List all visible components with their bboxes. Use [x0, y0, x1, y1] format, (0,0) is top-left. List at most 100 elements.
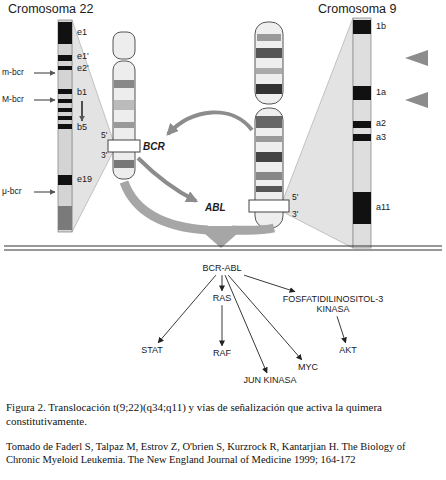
fusion-arrow-stem [124, 182, 208, 230]
chromosome-band [114, 122, 134, 128]
exchange-arrow [168, 112, 252, 134]
chromosome-arm [113, 61, 135, 179]
gene-name: BCR [143, 141, 165, 152]
chromosome-band [256, 84, 282, 94]
signal-arrow [228, 275, 302, 360]
figure-caption: Figura 2. Translocación t(9;22)(q34;q11)… [6, 401, 440, 429]
exon-label: 1b [376, 22, 386, 32]
chromosome-band [256, 136, 282, 142]
exchange-arrow [138, 158, 196, 201]
exon-band [58, 66, 72, 70]
exon-band [353, 86, 371, 100]
breakpoint-band [108, 140, 140, 152]
exon-label: e1' [77, 52, 89, 62]
gene-bar [353, 18, 371, 248]
chromosome-arm [113, 32, 135, 59]
gene-bar [58, 20, 72, 232]
exon-band [58, 22, 72, 44]
exon-band [58, 89, 72, 94]
exon-band [353, 134, 371, 141]
gene-name: ABL [205, 202, 226, 213]
chromosome-band [114, 160, 134, 168]
abl-gene-map [353, 18, 428, 248]
separator-line [4, 249, 442, 250]
pathway-node: JUN KINASA [240, 374, 299, 386]
breakpoint-region-label: μ-bcr [2, 187, 22, 196]
region-pointer [34, 191, 55, 192]
exon-band [58, 206, 72, 230]
chromosome-heading: Cromosoma 22 [8, 3, 93, 17]
breakpoint-band [249, 200, 289, 212]
pathway-name: BCR-ABL [202, 263, 241, 273]
exon-label: 1a [376, 88, 386, 98]
pathway-name: AKT [339, 345, 357, 355]
region-pointer [34, 72, 55, 73]
region-span-arrow [81, 101, 82, 121]
bcr-gene-map [34, 20, 82, 232]
pathway-name: RAS [213, 293, 232, 303]
breakpoint-region-label: m-bcr [2, 68, 24, 77]
chromosome-band [256, 116, 282, 128]
zoom-wedge [72, 20, 113, 232]
pathway-name: STAT [141, 345, 163, 355]
strand-end-label: 3' [292, 210, 298, 219]
signal-arrow [337, 316, 346, 342]
fusion-arrow-head [196, 226, 246, 248]
pathway-name: RAF [213, 348, 231, 358]
pathway-name: MYC [298, 362, 318, 372]
fusion-arrow [124, 182, 274, 248]
separator-line [4, 245, 442, 246]
chromosome-heading: Cromosoma 9 [318, 3, 397, 17]
exon-label: e19 [77, 175, 92, 185]
strand-end-label: 3' [101, 151, 107, 160]
pathway-name: FOSFATIDILINOSITOL-3 KINASA [275, 294, 391, 315]
signal-arrow [244, 275, 295, 291]
pathway-node: RAS [210, 292, 235, 304]
exon-band [353, 20, 371, 34]
chromosome-band [256, 68, 282, 74]
exon-band [58, 116, 72, 120]
exon-label: e1 [77, 28, 87, 38]
pathway-node: FOSFATIDILINOSITOL-3 KINASA [272, 293, 394, 316]
pathway-node: MYC [295, 361, 321, 373]
exon-band [353, 192, 371, 224]
breakpoint-region-label: M-bcr [2, 95, 24, 104]
exon-band [58, 55, 72, 61]
chromosome-band [256, 152, 282, 162]
breakpoint-pointer [405, 50, 428, 66]
zoom-wedge [283, 18, 353, 248]
exon-band [58, 175, 72, 185]
exon-label: b5 [77, 123, 87, 133]
exon-band [353, 121, 371, 128]
exon-label: a11 [376, 203, 390, 213]
pathway-node: STAT [138, 344, 166, 356]
exon-label: a3 [376, 133, 386, 143]
exon-band [58, 108, 72, 112]
chromosome-band [257, 34, 281, 41]
pathway-node: BCR-ABL [199, 262, 244, 274]
exon-label: b1 [77, 88, 87, 98]
exon-band [58, 124, 72, 129]
chromosome-22 [108, 32, 140, 179]
chromosome-band [256, 186, 282, 192]
signal-arrow [222, 275, 223, 291]
region-pointer [34, 99, 55, 100]
pathway-name: JUN KINASA [243, 375, 296, 385]
chromosome-band [256, 48, 282, 58]
chromosome-band [114, 80, 134, 88]
strand-end-label: 5' [101, 131, 107, 140]
chromosome-arm [255, 22, 283, 104]
source-note: Tomado de Faderl S, Talpaz M, Estrov Z, … [6, 440, 440, 466]
signal-arrow [222, 305, 223, 346]
pathway-node: AKT [336, 344, 360, 356]
chromosome-9 [249, 22, 289, 228]
pathway-node: RAF [210, 347, 234, 359]
breakpoint-pointer [405, 92, 428, 108]
signal-arrow [158, 275, 216, 343]
chromosome-band [114, 100, 134, 110]
exon-band [58, 99, 72, 103]
exon-label: a2 [376, 119, 386, 129]
strand-end-label: 5' [292, 193, 298, 202]
chromosome-band [256, 172, 282, 180]
